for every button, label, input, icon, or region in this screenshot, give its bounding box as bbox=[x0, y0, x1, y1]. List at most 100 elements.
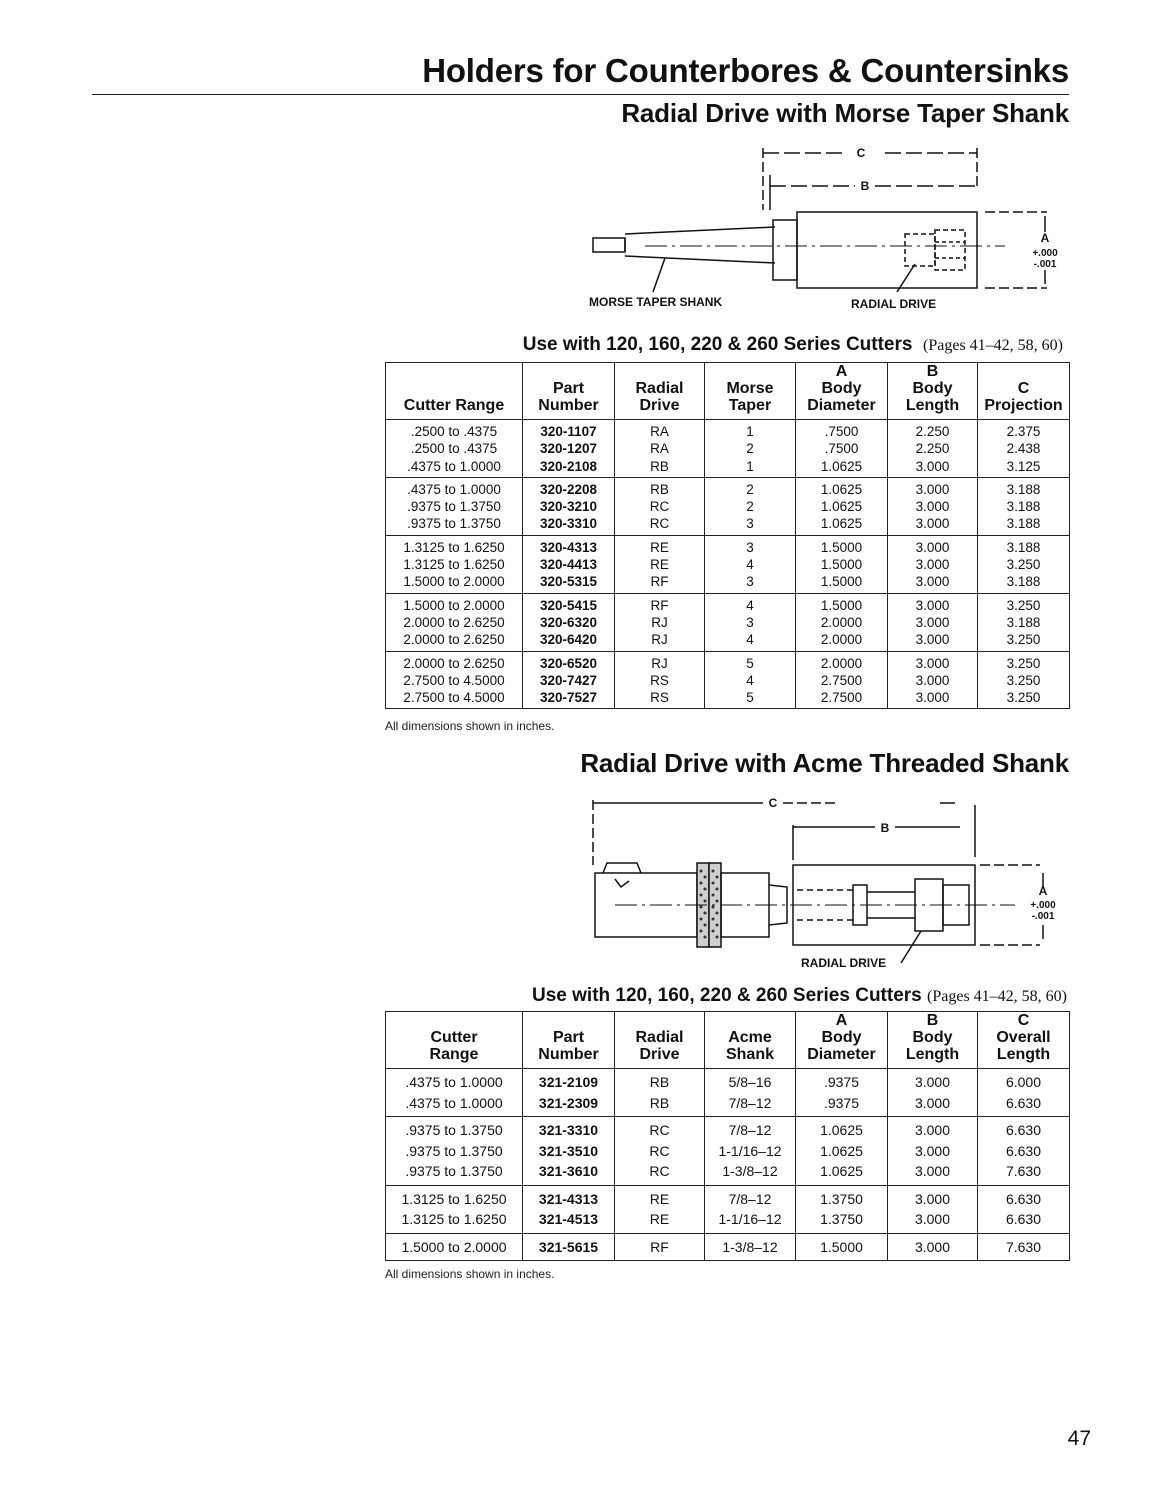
table-cell: 1-1/16–12 bbox=[704, 1140, 796, 1161]
radial-drive-label: RADIAL DRIVE bbox=[801, 956, 886, 970]
table-cell: 2.7500 bbox=[795, 689, 888, 710]
table-cell: 1.5000 to 2.0000 bbox=[385, 573, 523, 594]
part-number-cell: 320-1107 bbox=[522, 419, 615, 441]
part-number-cell: 320-7527 bbox=[522, 689, 615, 710]
section1-use-with: Use with 120, 160, 220 & 260 Series Cutt… bbox=[523, 334, 1063, 356]
table-cell: 4 bbox=[704, 671, 796, 690]
part-number-cell: 320-6320 bbox=[522, 613, 615, 632]
part-number-cell: 320-7427 bbox=[522, 671, 615, 690]
table-cell: 7.630 bbox=[977, 1232, 1070, 1261]
table-cell: 1.3125 to 1.6250 bbox=[385, 1209, 523, 1234]
table-cell: 3.000 bbox=[887, 1140, 978, 1161]
table-cell: 2.250 bbox=[887, 419, 978, 441]
table-cell: RB bbox=[614, 457, 705, 478]
table-cell: RE bbox=[614, 1209, 705, 1234]
table-cell: RF bbox=[614, 592, 705, 614]
table-cell: 1.0625 bbox=[795, 1116, 888, 1141]
table-cell: 3 bbox=[704, 534, 796, 557]
table-cell: 2 bbox=[704, 440, 796, 458]
table-cell: 1.5000 bbox=[795, 592, 888, 614]
table-cell: RC bbox=[614, 515, 705, 536]
dim-b-label: B bbox=[861, 179, 870, 193]
part-number-cell: 320-2108 bbox=[522, 457, 615, 478]
table-cell: 3.188 bbox=[977, 613, 1070, 632]
table-cell: 3.000 bbox=[887, 671, 978, 690]
table-cell: RC bbox=[614, 498, 705, 516]
table-cell: 1.0625 bbox=[795, 457, 888, 478]
table-cell: 2.0000 bbox=[795, 613, 888, 632]
table-cell: 6.000 bbox=[977, 1068, 1070, 1093]
table-cell: 1.5000 bbox=[795, 573, 888, 594]
table-cell: 2.7500 bbox=[795, 671, 888, 690]
table-cell: 3.000 bbox=[887, 1209, 978, 1234]
table-cell: 3.000 bbox=[887, 515, 978, 536]
part-number-cell: 320-5315 bbox=[522, 573, 615, 594]
table-cell: 1.5000 bbox=[795, 1232, 888, 1261]
table-cell: 2.0000 to 2.6250 bbox=[385, 631, 523, 652]
table-cell: 2.7500 to 4.5000 bbox=[385, 671, 523, 690]
table-cell: RS bbox=[614, 689, 705, 710]
table-cell: 3.188 bbox=[977, 573, 1070, 594]
table-cell: 6.630 bbox=[977, 1184, 1070, 1209]
table-cell: 1.3125 to 1.6250 bbox=[385, 556, 523, 574]
table-cell: RB bbox=[614, 1092, 705, 1117]
table-cell: 3.000 bbox=[887, 689, 978, 710]
table-cell: .9375 bbox=[795, 1068, 888, 1093]
acme-threaded-holder-diagram: C B A +.000 -.001 RADIAL DRIVE bbox=[585, 795, 1065, 975]
table-cell: 3.250 bbox=[977, 592, 1070, 614]
section1-use-with-text: Use with 120, 160, 220 & 260 Series Cutt… bbox=[522, 334, 913, 355]
table-cell: RE bbox=[614, 556, 705, 574]
table-cell: 3.000 bbox=[887, 1184, 978, 1209]
part-number-cell: 320-6420 bbox=[522, 631, 615, 652]
table-cell: 3.000 bbox=[887, 613, 978, 632]
dim-c-label: C bbox=[769, 796, 778, 810]
tolerance-minus-label: -.001 bbox=[1034, 259, 1057, 270]
table-cell: RJ bbox=[614, 650, 705, 672]
table-cell: 4 bbox=[704, 556, 796, 574]
table-cell: 3.250 bbox=[977, 631, 1070, 652]
table-cell: RB bbox=[614, 476, 705, 499]
tolerance-plus-label: +.000 bbox=[1030, 900, 1056, 911]
section1-note: All dimensions shown in inches. bbox=[385, 719, 555, 733]
table-cell: .9375 to 1.3750 bbox=[385, 498, 523, 516]
table-cell: .9375 to 1.3750 bbox=[385, 1161, 523, 1186]
table-cell: 6.630 bbox=[977, 1116, 1070, 1141]
table-cell: 3.000 bbox=[887, 1068, 978, 1093]
table-cell: RC bbox=[614, 1140, 705, 1161]
table-cell: 5 bbox=[704, 689, 796, 710]
table-cell: 3.000 bbox=[887, 498, 978, 516]
section2-use-with-text: Use with 120, 160, 220 & 260 Series Cutt… bbox=[532, 985, 922, 1006]
table-cell: 6.630 bbox=[977, 1140, 1070, 1161]
dim-b-label: B bbox=[881, 821, 890, 835]
table-cell: .9375 bbox=[795, 1092, 888, 1117]
table-cell: 2.0000 bbox=[795, 631, 888, 652]
table-cell: 1-3/8–12 bbox=[704, 1232, 796, 1261]
morse-taper-holder-diagram: C B A +.000 -.001 MORSE TAPER SHANK RADI… bbox=[585, 140, 1065, 320]
table-cell: RC bbox=[614, 1161, 705, 1186]
table-cell: .4375 to 1.0000 bbox=[385, 457, 523, 478]
table-cell: RJ bbox=[614, 631, 705, 652]
table-cell: 3.188 bbox=[977, 498, 1070, 516]
table-cell: 1.0625 bbox=[795, 476, 888, 499]
table-cell: 1-3/8–12 bbox=[704, 1161, 796, 1186]
table-cell: .2500 to .4375 bbox=[385, 440, 523, 458]
table-cell: 1.5000 to 2.0000 bbox=[385, 592, 523, 614]
part-number-cell: 320-3210 bbox=[522, 498, 615, 516]
